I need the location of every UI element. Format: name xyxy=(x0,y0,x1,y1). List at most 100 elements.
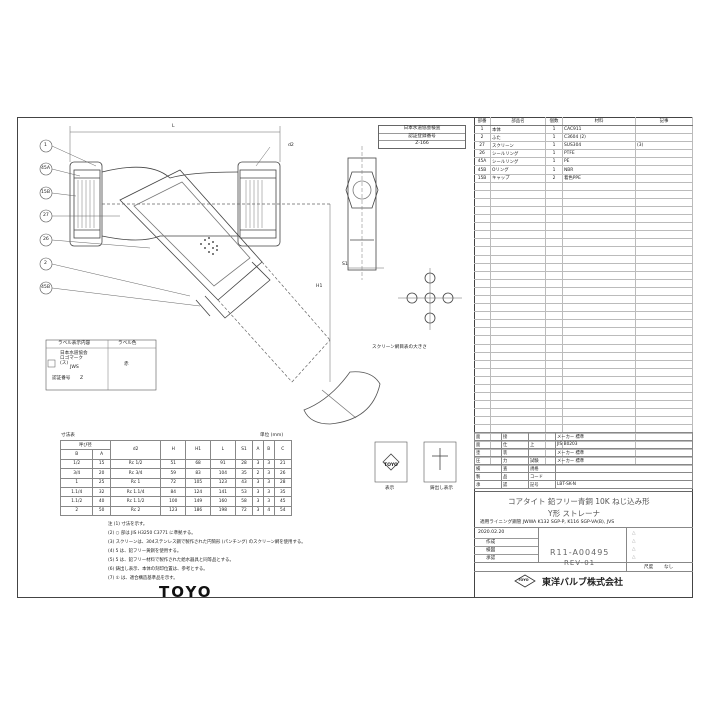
parts-cell xyxy=(635,222,693,232)
parts-cell xyxy=(490,206,546,216)
parts-cell xyxy=(635,335,693,345)
company-name: 東洋バルブ株式会社 xyxy=(542,578,624,588)
parts-cell xyxy=(490,384,546,394)
dims-cell: 141 xyxy=(209,486,236,498)
balloon-27: 27 xyxy=(43,213,49,218)
parts-row xyxy=(474,279,693,288)
dims-cell: 43 xyxy=(234,477,254,488)
parts-cell xyxy=(562,271,636,280)
parts-cell xyxy=(545,230,563,240)
spec-cell: 品 xyxy=(501,472,529,481)
dims-cell: 3 xyxy=(262,468,275,479)
parts-cell xyxy=(474,384,491,394)
parts-cell xyxy=(562,230,636,240)
dims-cell: Rc 1 xyxy=(109,477,162,488)
note-7: (7) ① は、適合構造基準品を示す。 xyxy=(108,576,178,581)
parts-cell xyxy=(562,327,636,337)
parts-cell xyxy=(490,344,546,353)
stamp-logo: TOYO xyxy=(384,463,398,468)
parts-cell: 15B xyxy=(474,174,491,183)
parts-cell xyxy=(635,360,693,369)
parts-cell xyxy=(474,392,491,402)
dims-cell: 3 xyxy=(252,496,264,507)
parts-cell xyxy=(545,311,563,321)
dims-cell: 124 xyxy=(185,486,211,498)
label-item2: ロゴマーク xyxy=(60,356,83,361)
screen-note: スクリーン網目表の大きさ xyxy=(372,345,427,350)
dims-cell: 72 xyxy=(160,477,187,488)
spec-row: 圧力試験メーカー 標準 xyxy=(474,456,693,465)
parts-cell xyxy=(474,344,491,353)
parts-cell xyxy=(545,287,563,296)
parts-cell xyxy=(562,263,636,272)
note-5: (5) 5 は、鉛フリー材料で製作された給水器具と同等品とする。 xyxy=(108,558,234,563)
parts-cell xyxy=(490,416,546,426)
parts-cell xyxy=(635,303,693,313)
parts-cell xyxy=(474,368,491,377)
cert-number: Z-166 xyxy=(415,141,429,147)
screen-housing xyxy=(119,169,263,301)
parts-row xyxy=(474,238,693,248)
parts-cell xyxy=(562,344,636,353)
parts-row xyxy=(474,303,693,313)
parts-cell xyxy=(635,182,693,191)
check-row-3: 承認 xyxy=(486,556,496,561)
parts-cell xyxy=(490,319,546,329)
parts-cell xyxy=(490,230,546,240)
parts-cell xyxy=(474,327,491,337)
parts-cell xyxy=(635,279,693,288)
label-sub1: (ス) xyxy=(60,361,69,366)
company-logo-icon xyxy=(514,574,536,588)
parts-cell xyxy=(562,384,636,394)
dims-cell: 3 xyxy=(252,477,264,488)
parts-cell xyxy=(635,319,693,329)
spec-cell: 面 xyxy=(474,432,502,441)
parts-cell xyxy=(562,190,636,199)
parts-cell xyxy=(490,376,546,386)
stamp-right-title: 鋳出し表示 xyxy=(430,486,453,491)
spec-cell: 力 xyxy=(501,456,529,465)
parts-cell xyxy=(545,335,563,345)
parts-cell xyxy=(490,303,546,313)
dims-cell: 1/2 xyxy=(59,458,94,470)
dims-sub-a: A xyxy=(92,449,111,460)
dims-h7: A xyxy=(252,440,264,460)
dims-cell: 28 xyxy=(234,458,254,470)
note-6: (6) 鋳出し表示、本体の刻印位置は、参考とする。 xyxy=(108,567,208,572)
parts-cell xyxy=(545,376,563,386)
parts-cell xyxy=(635,392,693,402)
parts-cell xyxy=(474,311,491,321)
parts-cell xyxy=(635,344,693,353)
label-sub2: JWS xyxy=(70,365,79,370)
parts-row xyxy=(474,206,693,216)
parts-row xyxy=(474,263,693,272)
parts-cell xyxy=(562,400,636,410)
parts-cell xyxy=(545,222,563,232)
dims-cell: 3 xyxy=(252,486,264,498)
parts-cell xyxy=(562,352,636,361)
dims-h0: 呼び径 xyxy=(60,439,111,451)
dim-s1: S1 xyxy=(342,262,348,267)
parts-cell xyxy=(635,263,693,272)
parts-cell xyxy=(635,238,693,248)
parts-cell xyxy=(545,303,563,313)
parts-cell xyxy=(545,182,563,191)
note-2: (2) ○ 部は JIS H3250 C3771 に準拠する。 xyxy=(108,531,196,536)
parts-cell xyxy=(490,190,546,199)
spec-cell: LBT-SK-N xyxy=(555,480,693,489)
note-1: 注 (1) 寸法を示す。 xyxy=(108,522,148,527)
dims-cell: 84 xyxy=(160,486,187,498)
parts-cell: Oリング xyxy=(490,165,546,175)
parts-cell xyxy=(545,319,563,329)
dims-cell: 3 xyxy=(262,477,275,488)
parts-cell xyxy=(474,255,491,264)
dims-cell: 53 xyxy=(234,486,254,498)
